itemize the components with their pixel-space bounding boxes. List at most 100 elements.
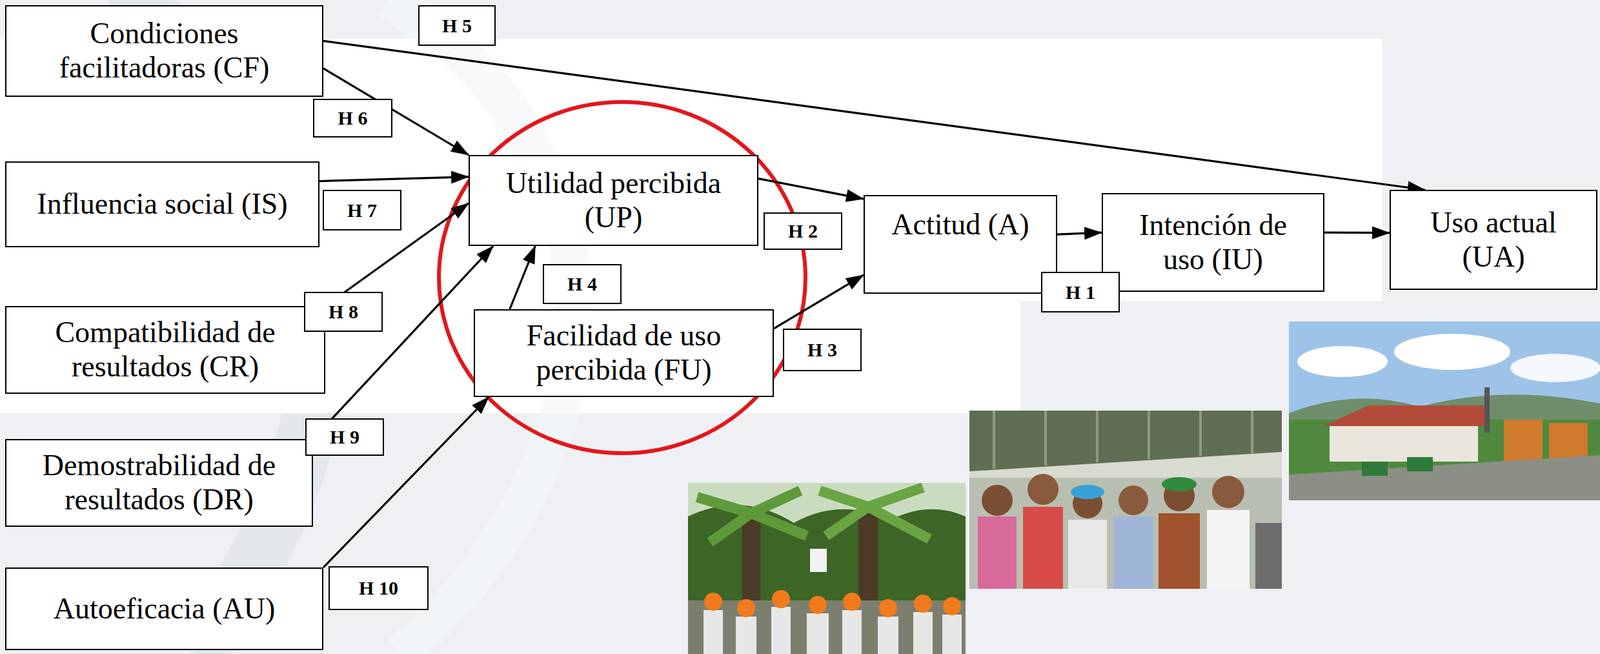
construct-label: Influencia social (IS) [36,187,288,222]
hypothesis-label: H 2 [763,212,843,250]
hypothesis-arrow [1057,232,1102,235]
plantation-photo-part-part [879,598,898,618]
plantation-photo-part-part [913,594,932,613]
construct-label: Facilidad de uso percibida (FU) [495,318,754,388]
workshop-photo-part-part [1044,410,1047,466]
mill-photo-part [1323,405,1491,426]
hypothesis-label: H 8 [303,291,383,332]
plantation-photo-part-part [806,613,829,654]
workshop-photo-part-part [1212,475,1245,508]
workshop-photo-part-part [981,484,1013,516]
workshop-photo-part-part [1022,506,1064,589]
plantation-photo-part-part [735,616,757,654]
plantation-photo-part-part [913,611,933,654]
construct-box: Demostrabilidad de resultados (DR) [5,438,314,527]
construct-label: Demostrabilidad de resultados (DR) [23,448,295,517]
construct-box: Facilidad de uso percibida (FU) [473,309,774,397]
construct-label: Utilidad percibida (UP) [491,166,737,235]
hypothesis-label: H 9 [305,418,385,456]
plantation-photo-part-part [842,592,861,611]
hypothesis-arrow [509,245,536,310]
hypothesis-label: H 3 [782,328,862,372]
mill-photo [1288,321,1600,501]
plantation-photo-part [688,482,966,654]
workshop-photo [969,410,1282,589]
plantation-photo-part-part [877,616,899,654]
construct-box: Intención de uso (IU) [1101,192,1325,292]
hypothesis-arrow [1324,231,1390,235]
construct-box: Influencia social (IS) [5,161,320,248]
hypothesis-label: H 6 [313,98,393,138]
construct-box: Autoeficacia (AU) [5,567,324,650]
mill-photo-part [1510,353,1600,383]
plantation-photo-part-part [771,589,790,608]
mill-photo-part [1297,345,1388,377]
workshop-photo-part [969,410,1282,472]
construct-label: Condiciones facilitadoras (CF) [22,16,307,86]
workshop-photo-part-part [1161,476,1197,492]
hypothesis-label: H 5 [418,5,496,46]
construct-box: Uso actual (UA) [1389,189,1598,290]
plantation-photo-part-part [704,592,723,611]
construct-label: Compatibilidad de resultados (CR) [23,315,308,385]
hypothesis-label: H 1 [1041,271,1120,313]
plantation-photo [688,482,966,654]
plantation-photo-part-part [737,598,756,618]
plantation-photo-part-part [942,614,962,654]
workshop-photo-part-part [1250,410,1254,454]
workshop-photo-part-part [1147,410,1151,459]
mill-photo-part [1288,321,1600,501]
plantation-photo-part [704,589,962,618]
plantation-photo-part-part [808,595,827,614]
workshop-photo-part-part [1070,484,1105,499]
mill-photo-part [1329,422,1479,462]
workshop-photo-part [969,410,1282,589]
mill-photo-part [1361,461,1388,476]
hypothesis-arrow [773,274,864,329]
workshop-photo-part [993,410,1253,469]
construct-box: Compatibilidad de resultados (CR) [5,305,326,394]
workshop-photo-part-part [977,516,1017,589]
hypothesis-label: H 7 [322,189,402,231]
plantation-photo-part-part [771,606,791,654]
mill-photo-part [1484,387,1490,433]
mill-photo-part [1288,455,1600,501]
plantation-photo-part-part [942,597,962,616]
mill-photo-part [1394,333,1511,370]
workshop-photo-part-part [1118,485,1149,516]
plantation-photo-part-part [703,609,723,654]
highlight-circle [438,101,806,454]
plantation-photo-part [819,487,930,539]
hypothesis-label: H 10 [328,566,429,610]
workshop-photo-part-part [1206,509,1250,589]
workshop-photo-part-part [1113,516,1154,589]
construct-label: Uso actual (UA) [1412,205,1575,275]
hypothesis-label: H 4 [542,263,622,304]
mill-photo-part [1407,456,1433,472]
plantation-photo-part [697,490,807,543]
construct-label: Autoeficacia (AU) [53,591,276,627]
workshop-photo-part-part [1255,522,1282,589]
mill-photo-part [1288,419,1600,501]
workshop-photo-part [977,473,1282,589]
workshop-photo-part-part [1158,513,1200,589]
hypothesis-arrow [758,178,864,199]
highlight-circle-part [438,101,806,454]
plantation-photo-part-part [842,609,862,654]
workshop-photo-part-part [1095,410,1099,463]
workshop-photo-part-part [1199,410,1202,456]
hypothesis-arrow [319,176,469,182]
workshop-photo-part-part [992,410,996,469]
construct-label: Intención de uso (IU) [1127,208,1299,277]
plantation-photo-part [858,503,878,601]
construct-box: Actitud (A) [863,194,1058,294]
construct-box: Condiciones facilitadoras (CF) [5,5,324,97]
workshop-photo-part-part [1027,473,1059,505]
hypothesis-arrow [313,245,494,439]
construct-label: Actitud (A) [891,207,1029,243]
workshop-photo-part-part [1068,519,1107,589]
mill-photo-part [1288,394,1600,501]
